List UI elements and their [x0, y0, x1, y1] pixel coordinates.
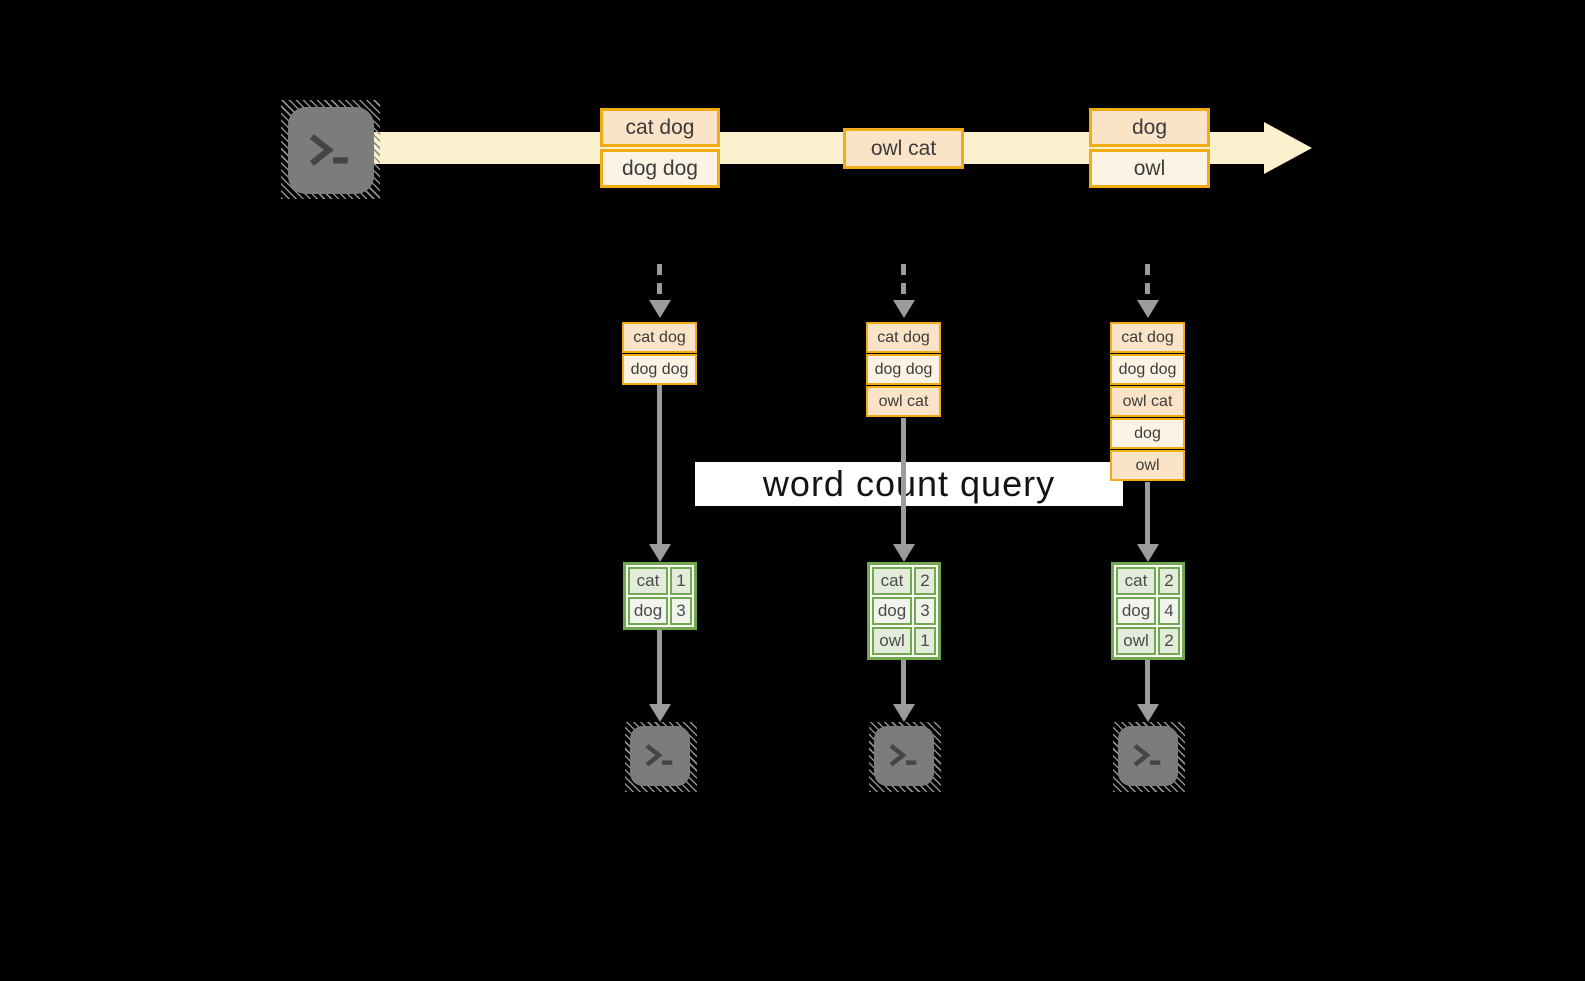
table-row: dog 3 — [628, 597, 692, 625]
word-cell: dog — [1116, 597, 1156, 625]
count-cell: 3 — [670, 597, 692, 625]
table-row: dog 3 — [872, 597, 936, 625]
arrow-down-icon — [657, 264, 662, 302]
word-cell: cat — [628, 567, 668, 595]
input-line: owl — [1110, 450, 1185, 481]
batch-line: owl — [1089, 149, 1210, 188]
arrow-down-head-icon — [1137, 300, 1159, 318]
table-row: owl 2 — [1116, 627, 1180, 655]
batch-line: dog dog — [600, 149, 720, 188]
table-row: cat 2 — [1116, 567, 1180, 595]
count-cell: 2 — [1158, 627, 1180, 655]
arrow-down-icon — [901, 660, 906, 706]
query-label-band: word count query — [695, 462, 1123, 506]
word-cell: dog — [872, 597, 912, 625]
sink-terminal-icon — [1118, 726, 1178, 786]
arrow-down-icon — [901, 264, 906, 302]
arrow-down-head-icon — [649, 544, 671, 562]
word-cell: dog — [628, 597, 668, 625]
batch-line: cat dog — [600, 108, 720, 147]
arrow-down-icon — [1145, 264, 1150, 302]
arrow-down-head-icon — [1137, 704, 1159, 722]
stream-timeline-arrowhead-icon — [1264, 122, 1312, 174]
arrow-down-icon — [657, 630, 662, 706]
input-stack-1: cat dog dog dog — [622, 322, 697, 385]
sink-terminal-icon — [630, 726, 690, 786]
input-line: cat dog — [866, 322, 941, 353]
table-row: dog 4 — [1116, 597, 1180, 625]
table-row: cat 1 — [628, 567, 692, 595]
table-row: owl 1 — [872, 627, 936, 655]
table-row: cat 2 — [872, 567, 936, 595]
input-line: cat dog — [1110, 322, 1185, 353]
count-cell: 3 — [914, 597, 936, 625]
word-cell: owl — [1116, 627, 1156, 655]
input-line: dog dog — [622, 354, 697, 385]
arrow-down-icon — [657, 385, 662, 546]
source-terminal-icon — [288, 107, 374, 194]
arrow-down-head-icon — [649, 704, 671, 722]
input-line: owl cat — [1110, 386, 1185, 417]
arrow-down-head-icon — [893, 544, 915, 562]
input-line: cat dog — [622, 322, 697, 353]
count-cell: 2 — [1158, 567, 1180, 595]
count-cell: 1 — [670, 567, 692, 595]
result-table-2: cat 2 dog 3 owl 1 — [867, 562, 941, 660]
word-cell: cat — [1116, 567, 1156, 595]
terminal-prompt-icon — [889, 744, 916, 767]
terminal-prompt-icon — [645, 744, 672, 767]
terminal-prompt-icon — [309, 133, 348, 166]
word-cell: owl — [872, 627, 912, 655]
input-line: dog — [1110, 418, 1185, 449]
batch-box-2: owl cat — [843, 128, 964, 169]
arrow-down-icon — [1145, 482, 1150, 546]
arrow-down-head-icon — [1137, 544, 1159, 562]
input-line: owl cat — [866, 386, 941, 417]
input-line: dog dog — [1110, 354, 1185, 385]
result-table-1: cat 1 dog 3 — [623, 562, 697, 630]
result-table-3: cat 2 dog 4 owl 2 — [1111, 562, 1185, 660]
batch-box-1: cat dog dog dog — [600, 108, 720, 188]
terminal-prompt-icon — [1133, 744, 1160, 767]
arrow-down-head-icon — [893, 704, 915, 722]
count-cell: 2 — [914, 567, 936, 595]
count-cell: 1 — [914, 627, 936, 655]
query-label: word count query — [762, 463, 1056, 504]
input-line: dog dog — [866, 354, 941, 385]
arrow-down-head-icon — [649, 300, 671, 318]
batch-box-3: dog owl — [1089, 108, 1210, 188]
batch-line: owl cat — [843, 128, 964, 169]
input-stack-2: cat dog dog dog owl cat — [866, 322, 941, 417]
arrow-down-icon — [901, 418, 906, 546]
arrow-down-icon — [1145, 660, 1150, 706]
word-cell: cat — [872, 567, 912, 595]
count-cell: 4 — [1158, 597, 1180, 625]
sink-terminal-icon — [874, 726, 934, 786]
batch-line: dog — [1089, 108, 1210, 147]
arrow-down-head-icon — [893, 300, 915, 318]
input-stack-3: cat dog dog dog owl cat dog owl — [1110, 322, 1185, 481]
